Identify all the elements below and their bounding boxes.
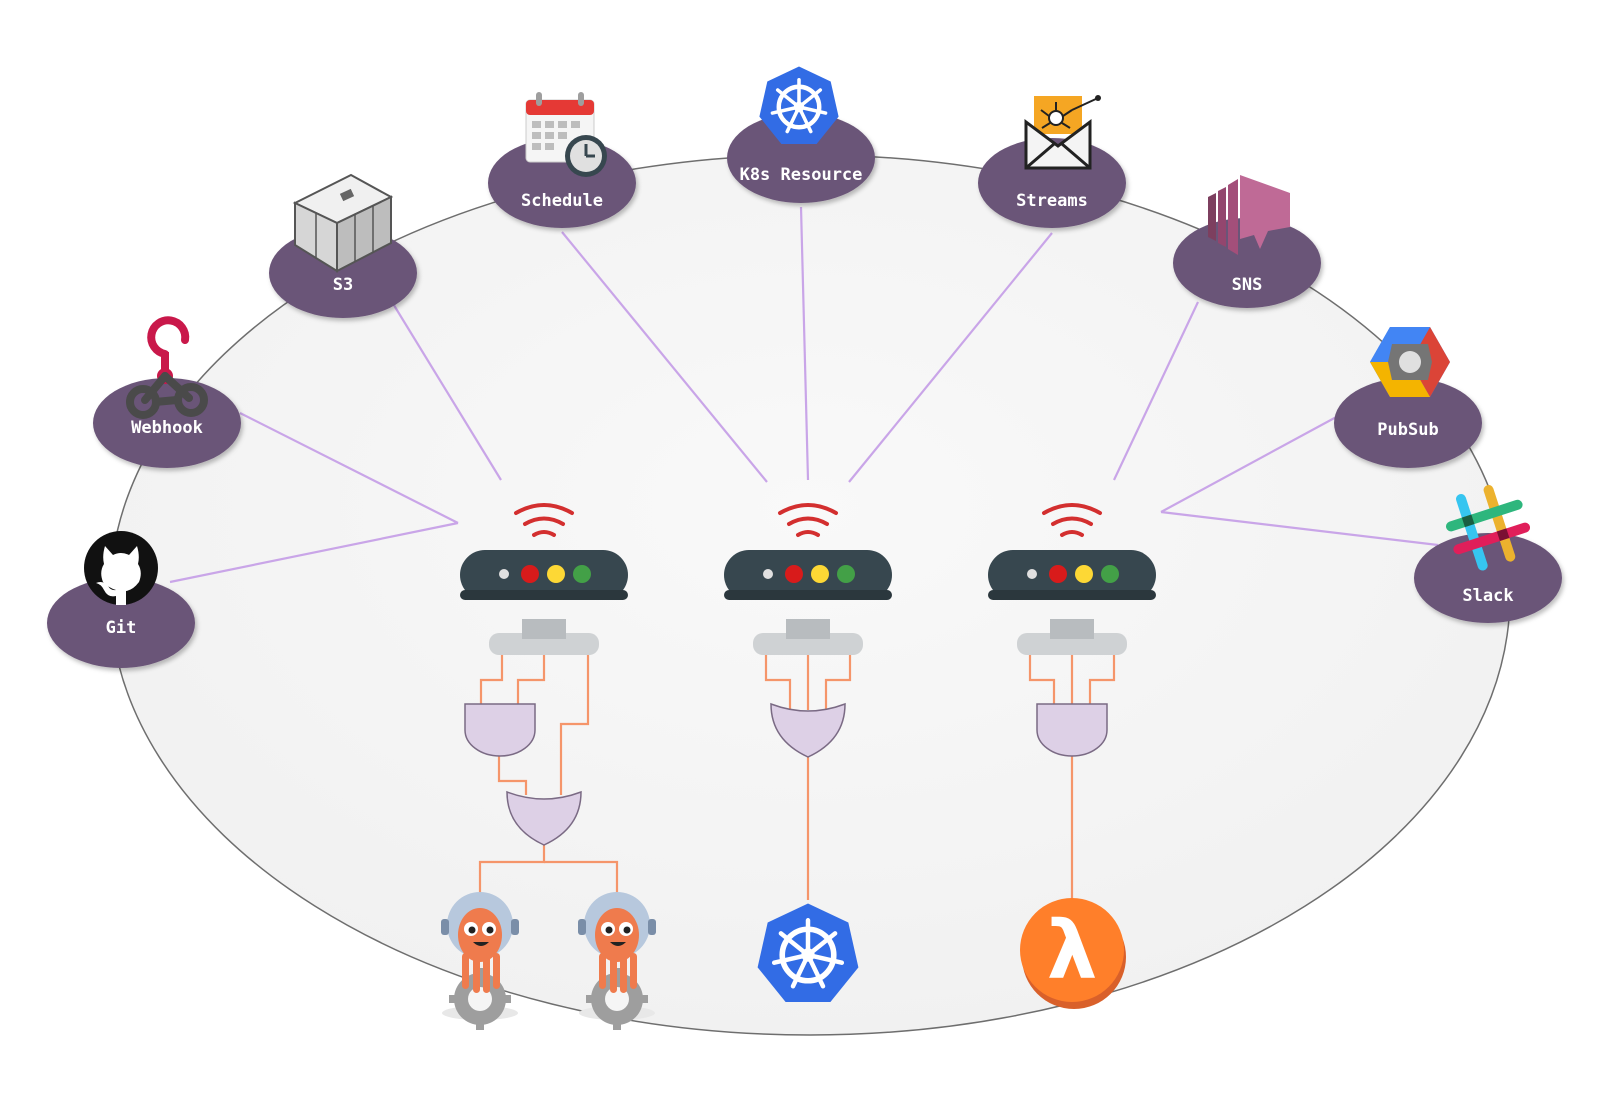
github-icon (84, 531, 158, 605)
source-webhook: Webhook (93, 316, 241, 468)
slack-icon (1446, 485, 1530, 571)
source-k8s: K8s Resource (727, 67, 875, 203)
source-label-s3: S3 (333, 275, 353, 295)
connector-k8s (799, 206, 810, 481)
aws-lambda-icon: λ (1020, 898, 1126, 1009)
connector-git (169, 521, 459, 584)
source-schedule: Schedule (488, 92, 636, 228)
connector-slack (1160, 510, 1439, 547)
source-label-webhook: Webhook (131, 418, 203, 438)
connector-webhook (239, 412, 459, 524)
source-label-schedule: Schedule (521, 191, 603, 211)
source-label-pubsub: PubSub (1377, 420, 1438, 440)
connector-schedule (561, 231, 768, 483)
source-s3: S3 (269, 173, 417, 318)
source-label-sns: SNS (1232, 275, 1263, 295)
source-label-git: Git (106, 618, 137, 638)
connector-pubsub (1160, 414, 1341, 513)
pubsub-icon (1370, 327, 1450, 397)
svg-text:λ: λ (1047, 904, 1098, 997)
sns-icon (1208, 175, 1290, 255)
source-connectors (169, 206, 1439, 584)
source-label-slack: Slack (1462, 586, 1513, 606)
and-gate-2 (1036, 703, 1108, 757)
streams-envelope-icon (1024, 95, 1101, 170)
source-pubsub: PubSub (1334, 327, 1482, 468)
source-git: Git (47, 531, 195, 668)
connector-sns (1113, 301, 1199, 481)
source-sns: SNS (1173, 175, 1321, 308)
source-label-k8s: K8s Resource (740, 165, 863, 185)
source-label-streams: Streams (1016, 191, 1088, 211)
source-streams: Streams (978, 95, 1126, 228)
connector-s3 (391, 301, 502, 481)
trigger-wiring (478, 653, 1116, 900)
s3-bucket-icon (292, 173, 394, 273)
calendar-clock-icon (525, 92, 607, 177)
connector-streams (848, 232, 1053, 483)
and-gate-1 (464, 703, 536, 757)
webhook-icon (126, 316, 208, 419)
source-slack: Slack (1414, 485, 1562, 623)
